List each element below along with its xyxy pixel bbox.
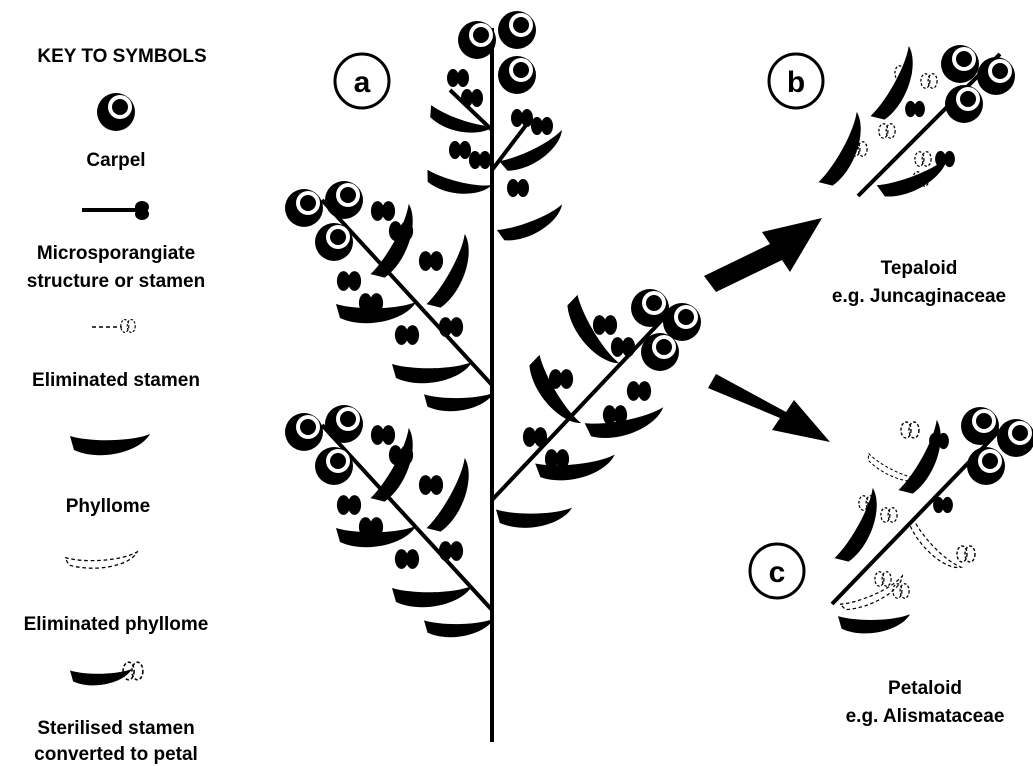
key-label-stamen-2: structure or stamen [27, 271, 205, 292]
eliminated-phyllome-icon [65, 552, 137, 568]
branch-left-2 [285, 405, 494, 637]
stamen-icon [82, 201, 149, 220]
panel-a: a [285, 11, 701, 742]
arrow-to-b [704, 218, 822, 292]
panel-b-caption-1: Tepaloid [881, 258, 958, 279]
carpel [458, 21, 496, 59]
panel-c: c Petaloid e.g. Alismataceae [750, 407, 1033, 727]
panel-c-caption-1: Petaloid [888, 678, 962, 699]
key-label-carpel: Carpel [86, 150, 145, 171]
arrow-to-c [708, 374, 830, 442]
key-label-sterilised-1: Sterilised stamen [37, 718, 194, 739]
eliminated-stamen-icon [92, 320, 135, 333]
panel-c-label: c [769, 556, 786, 589]
panel-b-caption-2: e.g. Juncaginaceae [832, 286, 1006, 307]
branch-upper-left-small [423, 69, 493, 202]
carpel-icon [97, 93, 135, 131]
key-label-eliminated-stamen: Eliminated stamen [32, 370, 200, 391]
key-label-phyllome: Phyllome [66, 496, 150, 517]
branch-upper-right-small [492, 109, 570, 246]
sterilised-stamen-petal-icon [70, 662, 143, 685]
key-title: KEY TO SYMBOLS [37, 46, 206, 67]
branch-right [492, 289, 701, 528]
key-label-stamen-1: Microsporangiate [37, 243, 195, 264]
panel-b-label: b [787, 66, 805, 99]
key-panel: KEY TO SYMBOLS Carpel Microsporangiate s… [24, 46, 209, 765]
phyllome-icon [70, 434, 150, 455]
key-label-eliminated-phyllome: Eliminated phyllome [24, 614, 209, 635]
key-label-sterilised-2: converted to petal [34, 744, 198, 765]
carpel [498, 11, 536, 49]
branch-left-1 [285, 181, 494, 411]
carpel [498, 56, 536, 94]
panel-c-caption-2: e.g. Alismataceae [846, 706, 1005, 727]
panel-b: b Tepaloid e.g. Juncaginaceae [769, 45, 1015, 307]
panel-a-label: a [354, 66, 371, 99]
